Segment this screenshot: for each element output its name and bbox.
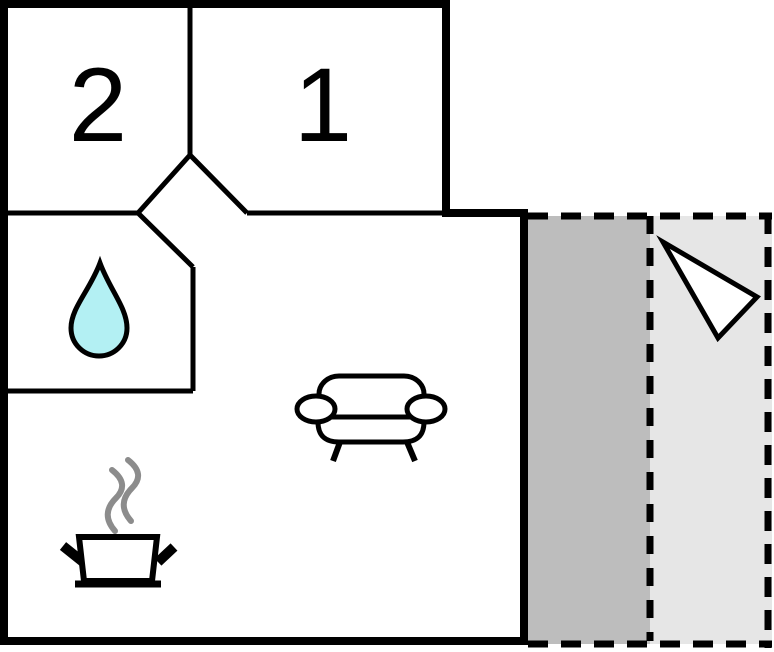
- terrace: [528, 212, 772, 648]
- steam-icon: [104, 457, 141, 534]
- direction-arrow-icon: [656, 235, 761, 343]
- sofa-icon: [294, 373, 448, 463]
- pot-handle-right: [154, 543, 178, 566]
- sofa-leg-right: [404, 440, 418, 463]
- pot-body: [75, 534, 161, 584]
- sofa-seat: [315, 414, 427, 445]
- steam-wave-right: [120, 457, 141, 524]
- sofa-armrest-left: [294, 393, 338, 425]
- interior-walls: [4, 4, 446, 394]
- sofa-armrest-right: [404, 393, 448, 425]
- water-drop-icon: [68, 255, 130, 359]
- terrace-dark-area: [528, 216, 650, 644]
- room-label-2: 2: [69, 47, 127, 164]
- steam-wave-left: [104, 467, 125, 534]
- cooking-pot-icon: [59, 534, 178, 588]
- sofa-leg-left: [330, 440, 343, 463]
- room-label-1: 1: [294, 47, 352, 164]
